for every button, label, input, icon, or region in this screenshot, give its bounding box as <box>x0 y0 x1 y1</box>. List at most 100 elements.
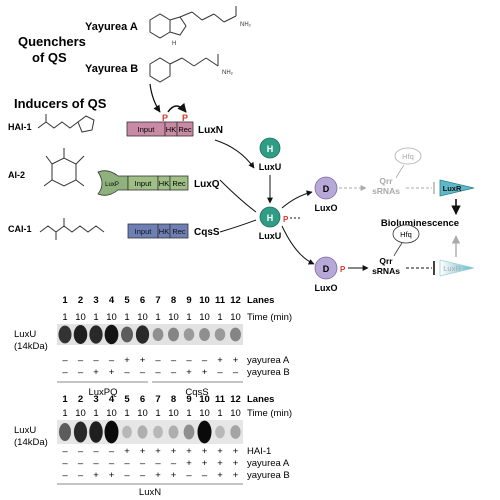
luxu-p-label: P <box>283 215 289 224</box>
blot2-hai1-mark: – <box>62 446 68 457</box>
quenchers-header-line1: Quenchers <box>18 34 86 49</box>
blot1-time-value: 1 <box>155 312 160 323</box>
blot2-hai1-mark: + <box>140 446 146 457</box>
ai2-label: AI-2 <box>8 170 25 180</box>
blot1-band <box>168 327 179 342</box>
cai1-structure <box>39 218 105 240</box>
blot1-lane-number: 7 <box>155 295 160 306</box>
blot1-time-value: 10 <box>106 312 117 323</box>
luxr-inactive-label: LuxR <box>443 264 461 273</box>
blot1-lane-number: 2 <box>78 295 83 306</box>
blot1-time-value: 1 <box>62 312 67 323</box>
blot2-band <box>197 420 212 444</box>
blot1-lane-number: 3 <box>93 295 98 306</box>
blot1-yayurea-b-mark: + <box>186 367 192 378</box>
luxu-label-top: LuxU <box>259 162 282 172</box>
blot2-time-value: 1 <box>62 408 67 419</box>
blot1-time-value: 10 <box>168 312 179 323</box>
blot1-membrane <box>57 324 243 345</box>
blot2-group-label: LuxN <box>139 487 161 498</box>
cqss-hk-label: HK <box>159 227 169 236</box>
blot2-yayurea-b-mark: – <box>186 470 192 481</box>
blot2-yayurea-b-mark: + <box>155 470 161 481</box>
yayurea-a-nh2: NH₂ <box>240 22 252 28</box>
blot1-yayurea-b-mark: – <box>233 367 239 378</box>
blot1-time-value: 10 <box>75 312 86 323</box>
luxo-label-bottom: LuxO <box>314 283 337 293</box>
blot1-lane-number: 10 <box>199 295 210 306</box>
luxq-input-label: Input <box>135 179 153 188</box>
blot2-lane-number: 9 <box>186 394 191 405</box>
blot1-yayurea-a-mark: – <box>78 355 84 366</box>
blot2-row-hai-label: HAI-1 <box>247 446 271 457</box>
blot1-yayurea-a-mark: – <box>109 355 115 366</box>
luxq-receptor: LuxP Input HK Rec LuxQ <box>97 170 220 196</box>
blot2-band <box>73 421 88 443</box>
blot1-time-value: 1 <box>217 312 222 323</box>
luxu-p-h-label: H <box>267 213 274 223</box>
blot1-row-a-label: yayurea A <box>247 355 290 366</box>
luxu-to-luxo-arrow <box>281 190 313 209</box>
luxu-unphospho: H LuxU <box>259 137 282 172</box>
blot2-lane-number: 3 <box>93 394 98 405</box>
luxu-to-luxo-p-arrow <box>281 225 315 265</box>
luxn-input-label: Input <box>138 125 156 134</box>
blot1-yayurea-a-mark: – <box>62 355 68 366</box>
blot2-time-value: 10 <box>168 408 179 419</box>
blot1-yayurea-a-mark: + <box>217 355 223 366</box>
luxu-phospho: H P LuxU <box>259 206 300 241</box>
luxp-shape <box>97 170 129 196</box>
luxn-receptor: Input HK Rec P P LuxN <box>126 113 223 137</box>
blot1-time-value: 10 <box>230 312 241 323</box>
luxo-p-d-label: D <box>323 264 330 274</box>
yayurea-b-nh2: NH₂ <box>222 70 234 76</box>
hfq-active <box>392 224 420 244</box>
blot2-yayurea-b-mark: + <box>171 470 177 481</box>
luxn-hk-phospho: P <box>162 113 168 123</box>
cai1-label: CAI-1 <box>8 224 32 234</box>
luxp-label: LuxP <box>105 182 119 188</box>
blot2-time-value: 1 <box>186 408 191 419</box>
hai1-structure <box>37 114 95 133</box>
blot2-hai1-mark: + <box>171 446 177 457</box>
blot1-lane-number: 1 <box>62 295 68 306</box>
blot2-yayurea-a-mark: – <box>78 458 84 469</box>
blot2-time-value: 1 <box>155 408 160 419</box>
luxq-hk-label: HK <box>159 179 169 188</box>
yayurea-b-structure <box>149 54 219 83</box>
hai1-label: HAI-1 <box>8 122 32 132</box>
blot1-bands <box>58 324 241 345</box>
luxr-active-label: LuxR <box>443 184 462 193</box>
blot2-hai1-mark: – <box>93 446 99 457</box>
blot2-time-value: 1 <box>124 408 129 419</box>
blot2-band <box>89 421 103 443</box>
blot2-lane-number: 11 <box>215 394 226 405</box>
blot2-yayurea-a-mark: – <box>62 458 68 469</box>
hfq-inactive-label: Hfq <box>402 152 414 161</box>
blot2-yayurea-b-mark: + <box>217 470 223 481</box>
cqss-input-label: Input <box>135 227 153 236</box>
blot2-time-value: 10 <box>230 408 241 419</box>
blot2-lanes-label: Lanes <box>247 394 274 405</box>
qrr-inactive-line2: sRNAs <box>372 186 400 196</box>
luxn-rec-phospho: P <box>182 113 188 123</box>
luxn-rec-label: Rec <box>178 125 192 134</box>
hfq-inactive <box>394 147 422 165</box>
blot1-yayurea-b-mark: – <box>155 367 161 378</box>
blot2-band <box>104 420 119 444</box>
blot2-yayurea-b-mark: – <box>140 470 146 481</box>
qrr-active-line1: Qrr <box>379 256 393 266</box>
yayurea-b-label: Yayurea B <box>85 63 138 75</box>
blot1-lane-number: 5 <box>124 295 130 306</box>
blot2-row-a-label: yayurea A <box>247 458 290 469</box>
yayurea-to-luxn-arrow <box>149 83 161 113</box>
luxq-label: LuxQ <box>194 179 220 190</box>
blot1-size-label: (14kDa) <box>14 341 48 352</box>
blot1-band <box>89 325 103 344</box>
luxu-h-label: H <box>267 144 274 154</box>
luxo-phospho: D P LuxO <box>314 256 346 293</box>
cqss-to-luxu-line <box>219 219 257 233</box>
blot2-hai1-mark: + <box>202 446 208 457</box>
blot1-band <box>104 324 119 345</box>
